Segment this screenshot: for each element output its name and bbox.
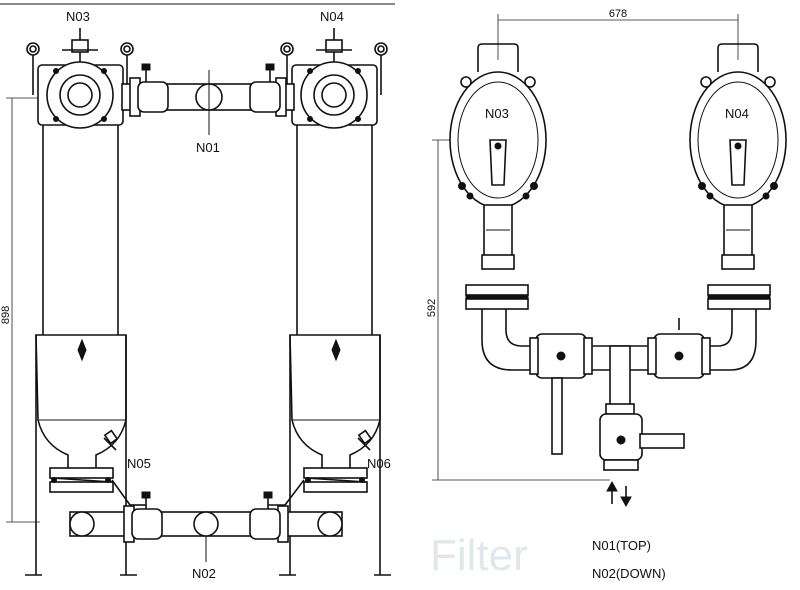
dimension-height-right-text: 592 <box>426 299 438 317</box>
piping-manifold <box>481 309 757 508</box>
dimension-height-right: 592 <box>426 139 610 481</box>
dimension-height-left-text: 898 <box>0 306 12 324</box>
dimension-width-top-text: 678 <box>609 8 627 20</box>
label-n02-left: N02 <box>192 566 216 581</box>
label-n01-left: N01 <box>196 140 220 155</box>
top-manifold-n01 <box>121 63 295 135</box>
housing-n03 <box>449 43 547 270</box>
dimension-height-left: 898 <box>0 97 40 523</box>
vessel-right <box>279 100 391 576</box>
label-n03-right: N03 <box>485 106 509 121</box>
label-n06: N06 <box>367 456 391 471</box>
cover-flange-n04 <box>280 28 388 129</box>
dimension-width-top: 678 <box>497 8 739 60</box>
left-elevation-view: 898 <box>0 9 391 581</box>
vessel-left <box>25 100 137 576</box>
housing-n04 <box>689 43 787 270</box>
label-n05: N05 <box>127 456 151 471</box>
label-n04-right: N04 <box>725 106 749 121</box>
flange-left-right-view <box>465 284 529 310</box>
bottom-manifold-n02 <box>69 479 343 562</box>
label-n01-top: N01(TOP) <box>592 538 651 553</box>
cover-flange-n03 <box>26 28 134 129</box>
label-n03-left: N03 <box>66 9 90 24</box>
flange-right-right-view <box>707 284 771 310</box>
watermark-text: Filter <box>430 531 528 580</box>
label-n02-down: N02(DOWN) <box>592 566 666 581</box>
label-n04-left: N04 <box>320 9 344 24</box>
right-side-view: 678 592 <box>426 8 787 581</box>
